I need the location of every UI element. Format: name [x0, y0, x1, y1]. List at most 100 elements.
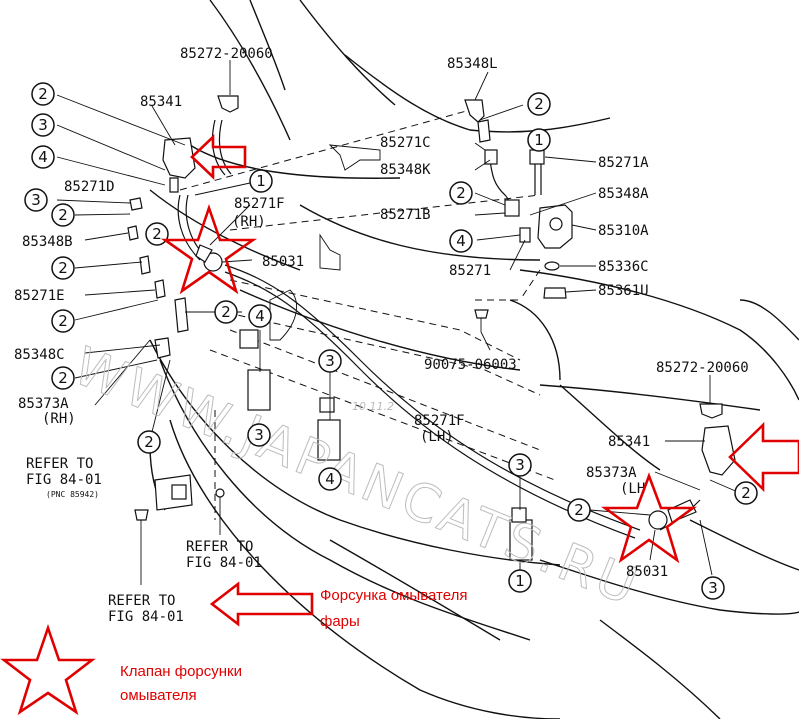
- callout: 4: [31, 145, 55, 169]
- label-85348C: 85348C: [14, 347, 65, 363]
- refer-2-line2: FIG 84-01: [186, 555, 262, 571]
- label-85348B: 85348B: [22, 234, 73, 250]
- refer-1-line1: REFER TO: [26, 456, 93, 472]
- label-85348L: 85348L: [447, 56, 498, 72]
- callout-number: 2: [58, 312, 68, 330]
- callout-number: 4: [38, 148, 48, 166]
- callout-circle: [318, 349, 342, 373]
- refer-2-line1: REFER TO: [186, 539, 253, 555]
- callout: 2: [31, 82, 55, 106]
- red-arrow-right-nozzle: [728, 421, 799, 493]
- bumper-body-outline: [149, 0, 799, 719]
- label-85271A: 85271A: [598, 155, 649, 171]
- label-lh-2: (LH): [420, 429, 454, 445]
- callout: 1: [527, 128, 551, 152]
- label-85271B: 85271B: [380, 207, 431, 223]
- legend-star-icon: [0, 624, 96, 716]
- red-star-left-valve: [160, 204, 258, 295]
- diagram-parts: [127, 95, 736, 585]
- callout-circle: [508, 569, 532, 593]
- callout-circle: [527, 92, 551, 116]
- callout-number: 2: [152, 225, 162, 243]
- callout-number: 3: [325, 352, 335, 370]
- callout: 2: [527, 92, 551, 116]
- callout: 3: [508, 453, 532, 477]
- callout-circle: [247, 423, 271, 447]
- callout-circle: [567, 498, 591, 522]
- label-85310A: 85310A: [598, 223, 649, 239]
- callout-circle: [51, 366, 75, 390]
- callout-number: 2: [58, 206, 68, 224]
- legend-star-label-line1: Клапан форсунки: [120, 663, 242, 680]
- label-85373A-lh: 85373A: [586, 465, 637, 481]
- label-85341-left: 85341: [140, 94, 182, 110]
- callout-circle: [249, 169, 273, 193]
- callout: 2: [51, 203, 75, 227]
- callout-number: 4: [456, 232, 466, 250]
- label-85348K: 85348K: [380, 162, 431, 178]
- callout: 2: [145, 222, 169, 246]
- refer-3-line1: REFER TO: [108, 593, 175, 609]
- callout-circle: [31, 82, 55, 106]
- legend-arrow-icon: [209, 581, 314, 627]
- callout: 1: [249, 169, 273, 193]
- callout-circle: [137, 430, 161, 454]
- label-85361U: 85361U: [598, 283, 649, 299]
- callout-circle: [214, 300, 238, 324]
- callout-number: 3: [254, 426, 264, 444]
- callout-circle: [31, 113, 55, 137]
- callout-number: 1: [256, 172, 266, 190]
- label-85031-right: 85031: [626, 564, 668, 580]
- callout-circle: [734, 481, 758, 505]
- label-85271C: 85271C: [380, 135, 431, 151]
- callout-circle: [318, 467, 342, 491]
- callout-number: 4: [325, 470, 335, 488]
- callout: 2: [51, 366, 75, 390]
- label-85271E: 85271E: [14, 288, 65, 304]
- callout: 3: [24, 188, 48, 212]
- callout-circle: [51, 256, 75, 280]
- callout-number: 1: [534, 131, 544, 149]
- callout: 2: [214, 300, 238, 324]
- label-85373A-rh: 85373A: [18, 396, 69, 412]
- legend-arrow-label-line1: Форсунка омывателя: [320, 587, 467, 604]
- callout-number: 2: [38, 85, 48, 103]
- label-lh-1: (LH: [620, 481, 645, 497]
- callout: 2: [51, 256, 75, 280]
- label-85272-20060-top: 85272-20060: [180, 46, 273, 62]
- legend-arrow-label-line2: фары: [320, 613, 360, 630]
- washer-nozzle-left: [162, 137, 196, 179]
- callout-number: 3: [515, 456, 525, 474]
- part-labels: 85272-20060 85341 85271D 85348B 85271E 8…: [14, 46, 749, 625]
- red-annotations: [0, 133, 799, 716]
- callout-circle: [508, 453, 532, 477]
- label-85271D: 85271D: [64, 179, 115, 195]
- callout-number: 2: [221, 303, 231, 321]
- callout-circle: [51, 203, 75, 227]
- callout-number: 2: [574, 501, 584, 519]
- callout-number: 2: [58, 369, 68, 387]
- callout: 4: [449, 229, 473, 253]
- label-85271: 85271: [449, 263, 491, 279]
- callout-number: 1: [515, 572, 525, 590]
- callout-circle: [248, 304, 272, 328]
- refer-1-line2: FIG 84-01: [26, 472, 102, 488]
- callout-number: 3: [708, 579, 718, 597]
- callout-number: 4: [255, 307, 265, 325]
- callout-circle: [449, 229, 473, 253]
- callout-circle: [51, 309, 75, 333]
- callout: 3: [31, 113, 55, 137]
- callout-number: 2: [144, 433, 154, 451]
- washer-nozzle-right: [701, 425, 736, 476]
- label-85271F-lh: 85271F: [414, 413, 465, 429]
- legend: Форсунка омывателя фары Клапан форсунки …: [120, 587, 467, 704]
- callout-number: 2: [456, 184, 466, 202]
- check-valve-right: [648, 510, 668, 530]
- label-90075-06003: 90075-06003: [424, 357, 517, 373]
- label-85336C: 85336C: [598, 259, 649, 275]
- label-85271F-rh: 85271F: [234, 196, 285, 212]
- label-85031-left: 85031: [262, 254, 304, 270]
- callout: 1: [508, 569, 532, 593]
- callout-circle: [701, 576, 725, 600]
